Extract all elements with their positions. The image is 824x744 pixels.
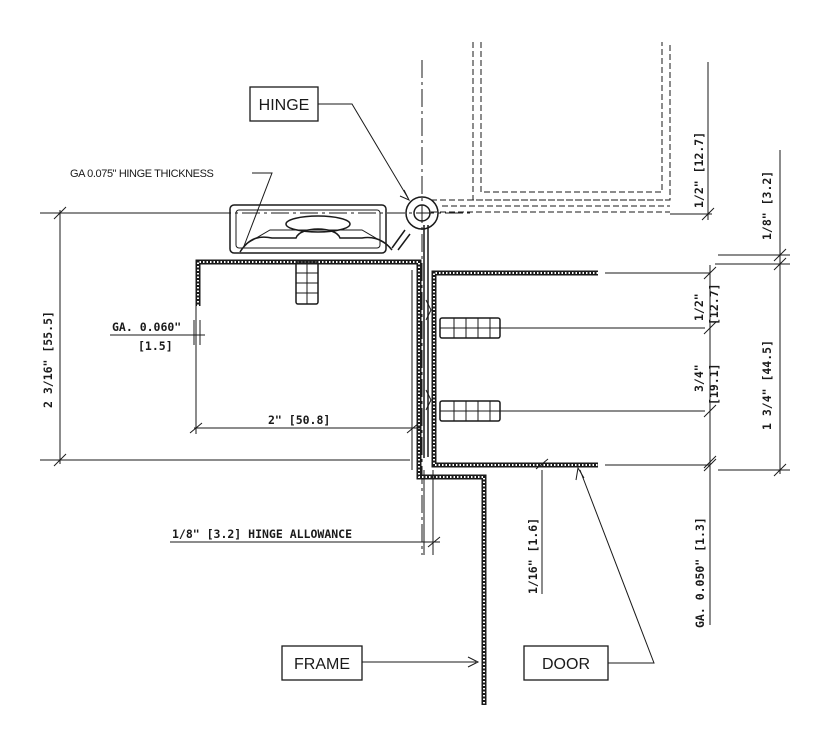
screw-half-mm-label: [12.7]	[707, 283, 721, 325]
hinge-centerline	[155, 60, 470, 555]
frame-profile	[195, 259, 487, 705]
frame-screw	[295, 261, 319, 305]
frame-callout: FRAME	[281, 645, 363, 681]
screw-3-4-mm-label: [19.1]	[707, 363, 721, 405]
door-screw-upper	[439, 317, 501, 339]
frame-callout-text: FRAME	[294, 656, 350, 673]
eighth-label: 1/8" [3.2]	[760, 171, 774, 240]
ga-060-mm-label: [1.5]	[138, 339, 173, 353]
width-2in-label: 2" [50.8]	[268, 413, 330, 427]
hinge-callout-text: HINGE	[259, 97, 310, 114]
hinge-callout: HINGE	[249, 86, 319, 122]
sixteenth-label: 1/16" [1.6]	[526, 518, 540, 594]
door-interior-hidden-lines	[431, 42, 671, 213]
ga-050-label: GA. 0.050" [1.3]	[693, 517, 707, 628]
door-screw-lower	[439, 400, 501, 422]
door-1-3-4-label: 1 3/4" [44.5]	[760, 340, 774, 430]
leader-lines	[243, 103, 655, 668]
hinge-allowance-label: 1/8" [3.2] HINGE ALLOWANCE	[172, 527, 352, 541]
dimension-lines	[40, 62, 790, 625]
hinge-assembly	[229, 196, 439, 254]
door-profile	[431, 270, 598, 468]
screw-half-label: 1/2"	[692, 293, 706, 321]
hinge-thickness-label: GA 0.075" HINGE THICKNESS	[70, 168, 214, 180]
door-callout-text: DOOR	[542, 656, 590, 673]
height-2-3-16-label: 2 3/16" [55.5]	[41, 311, 55, 408]
door-top-half-label: 1/2" [12.7]	[692, 132, 706, 208]
door-callout: DOOR	[523, 645, 609, 681]
hinge-leaf-door-side	[423, 225, 432, 458]
screw-3-4-label: 3/4"	[692, 364, 706, 392]
ga-060-label: GA. 0.060"	[112, 320, 181, 334]
